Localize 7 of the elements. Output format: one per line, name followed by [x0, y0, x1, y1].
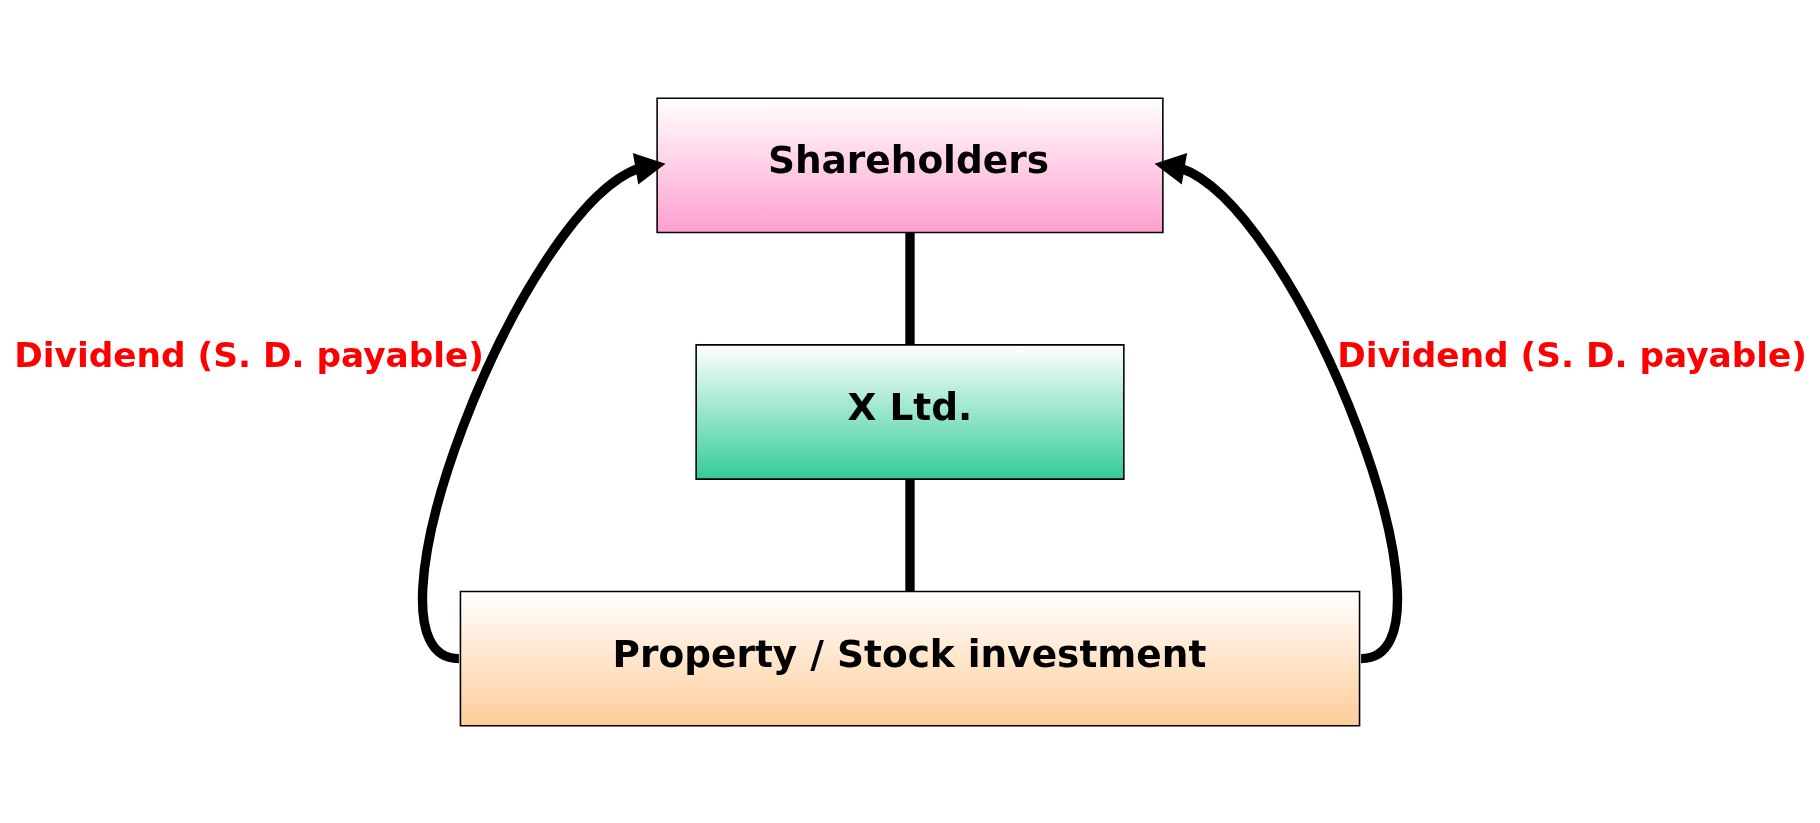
node-box: Shareholders: [656, 96, 1164, 233]
node-box: Property / Stock investment: [459, 590, 1361, 727]
connector: [905, 232, 915, 344]
edge-label: Dividend (S. D. payable): [14, 334, 484, 375]
connector: [905, 478, 915, 591]
node-box: X Ltd.: [695, 343, 1125, 480]
edge-label: Dividend (S. D. payable): [1337, 334, 1808, 375]
